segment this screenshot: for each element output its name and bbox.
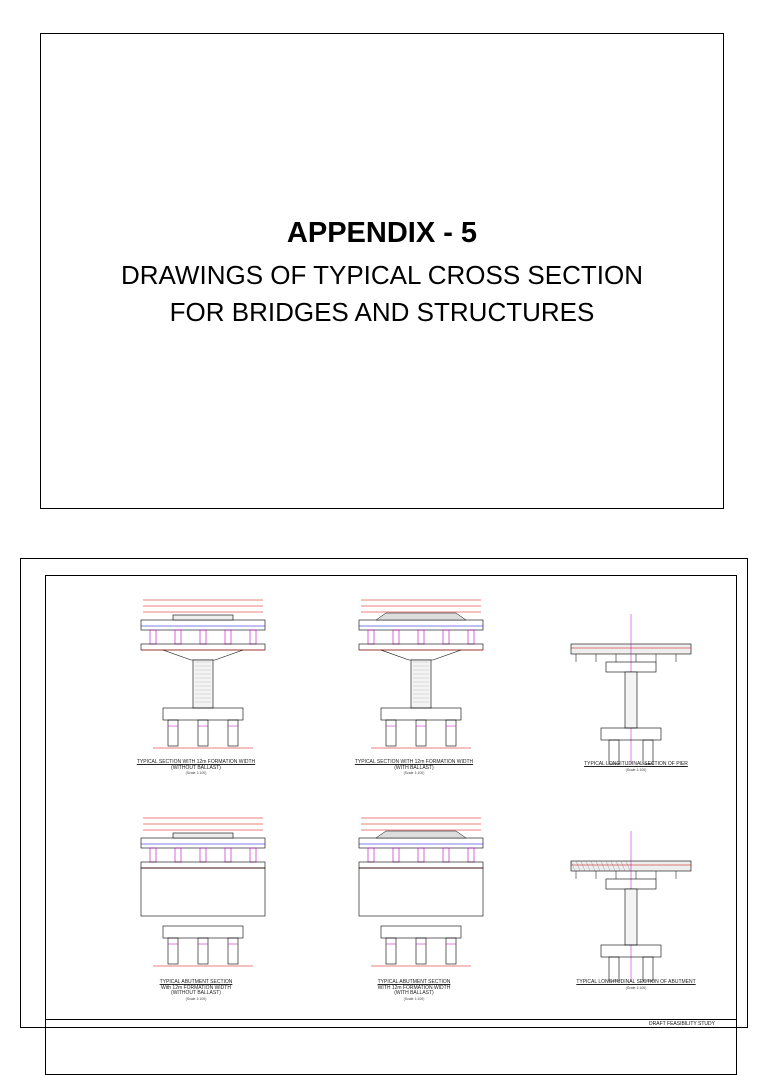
pile [227,937,239,965]
drawing-frame: TYPICAL SECTION WITH 12m FORMATION WIDTH… [45,575,737,1075]
pile [445,937,457,965]
pier-cap [140,861,266,869]
girder [149,629,157,645]
engineering-drawings [140,599,692,982]
girder [442,847,450,863]
girder [392,847,400,863]
cover-page: APPENDIX - 5 DRAWINGS OF TYPICAL CROSS S… [40,33,724,509]
girder [442,629,450,645]
title-block-text: DRAFT FEASIBILITY STUDY [649,1021,715,1027]
deck-slab [358,837,484,849]
pile-cap [380,925,462,939]
pile-cap-long [600,727,662,741]
hatch-line [585,860,591,872]
pile-cap [380,707,462,721]
ballast [375,830,467,839]
pier-cap [140,643,266,651]
hatch-line [580,860,586,872]
girder [367,629,375,645]
girder [417,629,425,645]
hatch-line [615,860,621,872]
girder [224,629,232,645]
hatch-line [595,860,601,872]
caption-section-with-ballast: TYPICAL SECTION WITH 12m FORMATION WIDTH… [354,759,474,775]
girder [467,847,475,863]
girder [367,847,375,863]
caption-pier-longitudinal: TYPICAL LONGITUDINAL SECTION OF PIER (Sc… [584,761,688,772]
girder [174,847,182,863]
hatch-line [600,860,606,872]
girder [224,847,232,863]
pier-column [192,659,214,709]
girder [249,629,257,645]
pile [167,937,179,965]
pile [642,956,654,982]
pile [197,937,209,965]
girder [149,847,157,863]
hatch-line [610,860,616,872]
pile [197,719,209,747]
pile [445,719,457,747]
ballast [375,612,467,621]
pier-column-long [624,888,638,946]
pile [642,739,654,765]
abutment-wall [140,867,266,917]
pile [415,937,427,965]
pile [415,719,427,747]
girder [392,629,400,645]
abutment-wall [358,867,484,917]
track-plinth [172,832,234,839]
pile [167,719,179,747]
title-block: DRAFT FEASIBILITY STUDY [45,1019,737,1032]
girder [174,629,182,645]
hatch-line [570,860,576,872]
pile-cap [162,925,244,939]
pier-cap [358,643,484,651]
girder [417,847,425,863]
deck-slab [140,837,266,849]
pier-head [162,649,244,661]
hatch-line [620,860,626,872]
hatch-line [575,860,581,872]
hatch-line [590,860,596,872]
pile [385,937,397,965]
appendix-subtitle-line2: FOR BRIDGES AND STRUCTURES [169,297,595,327]
drawing-sheet: TYPICAL SECTION WITH 12m FORMATION WIDTH… [20,558,748,1075]
appendix-title: APPENDIX - 5 [286,217,478,249]
pile [608,739,620,765]
pier-cap [358,861,484,869]
deck-slab [358,619,484,631]
pile-cap [162,707,244,721]
hatch-line [605,860,611,872]
girder [467,629,475,645]
caption-abutment-with-ballast: TYPICAL ABUTMENT SECTION WITH 12m FORMAT… [377,979,451,1001]
girder [199,629,207,645]
caption-abutment-longitudinal: TYPICAL LONGITUDINAL SECTION OF ABUTMENT… [576,979,696,990]
caption-abutment-no-ballast: TYPICAL ABUTMENT SECTION With 12m FORMAT… [159,979,233,1001]
pile [227,719,239,747]
deck-slab [140,619,266,631]
hatch-line [625,860,631,872]
pier-head [380,649,462,661]
track-plinth [172,614,234,621]
pile-cap-long [600,944,662,958]
caption-section-no-ballast: TYPICAL SECTION WITH 12m FORMATION WIDTH… [136,759,256,775]
girder [249,847,257,863]
pier-column [410,659,432,709]
appendix-subtitle-line1: DRAWINGS OF TYPICAL CROSS SECTION [121,260,643,290]
pier-column-long [624,671,638,729]
pile [608,956,620,982]
pile [385,719,397,747]
girder [199,847,207,863]
